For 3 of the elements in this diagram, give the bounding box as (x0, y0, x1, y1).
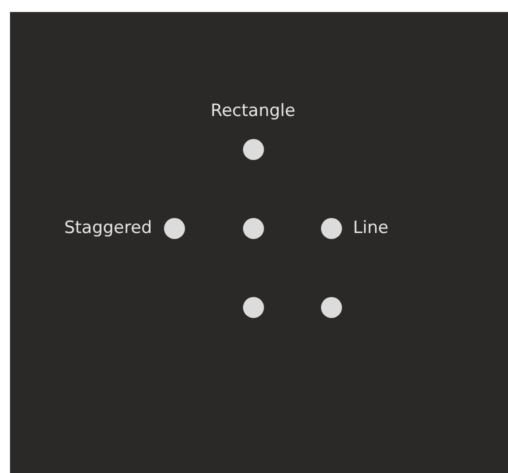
dot-label: Staggered (64, 218, 152, 238)
dot-label: Rectangle (210, 101, 296, 121)
dot-label: Line (353, 218, 388, 238)
